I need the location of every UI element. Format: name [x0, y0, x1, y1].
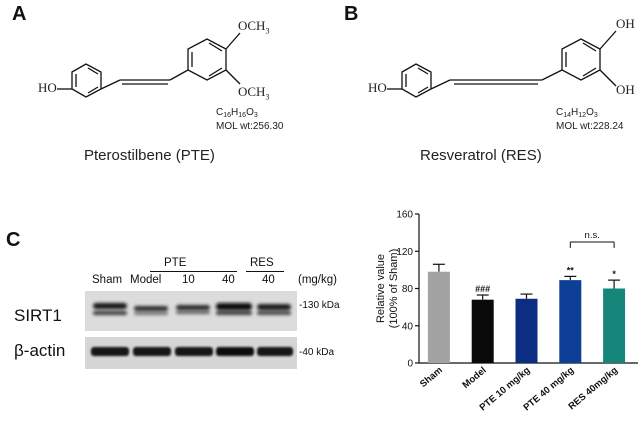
res-formula: C14H12O3: [556, 107, 598, 119]
panel-letter-c: C: [6, 229, 21, 251]
significance-label: ###: [475, 284, 490, 294]
western-blot-image: [85, 291, 297, 369]
group-line-pte: [150, 271, 237, 272]
res-hydroxyl-left-label: HO: [368, 80, 387, 95]
y-tick-label: 40: [402, 321, 414, 332]
lane-label-model: Model: [130, 274, 162, 286]
res-hydroxyl-bottom-label: OH: [616, 82, 635, 97]
blot-label-sirt1: SIRT1: [14, 306, 62, 325]
y-axis-title-line1: Relative value: [375, 254, 387, 323]
panel-letter-b: B: [344, 3, 359, 25]
marker-label-40-kda: -40 kDa: [299, 347, 335, 358]
panel-letter-a: A: [12, 3, 27, 25]
group-label-res: RES: [250, 257, 274, 269]
bar: [471, 299, 494, 363]
x-tick-label: Sham: [418, 365, 445, 390]
marker-label-130-kda: -130 kDa: [299, 300, 340, 311]
y-tick-label: 120: [396, 247, 413, 258]
pte-hydroxyl-label: HO: [38, 80, 57, 95]
blot-label-beta-actin: β-actin: [14, 341, 66, 360]
bar: [603, 288, 626, 363]
x-tick-label: Model: [461, 365, 489, 391]
dose-unit-label: (mg/kg): [298, 274, 337, 286]
y-tick-label: 80: [402, 284, 414, 295]
y-axis-title-line2: (100% of Sham): [388, 249, 400, 328]
group-line-res: [246, 271, 284, 272]
bar: [427, 271, 450, 363]
pte-mol-weight: MOL wt:256.30: [216, 121, 284, 132]
lane-label-sham: Sham: [92, 274, 123, 286]
group-label-pte: PTE: [164, 257, 187, 269]
lane-label-pte-40: 40: [222, 274, 235, 286]
pte-name: Pterostilbene (PTE): [84, 147, 215, 164]
pte-methoxy-top-label: OCH3: [238, 18, 270, 36]
lane-label-res-40: 40: [262, 274, 275, 286]
res-name: Resveratrol (RES): [420, 147, 542, 164]
bar: [559, 280, 582, 363]
comparison-label: n.s.: [585, 230, 600, 241]
pte-structure: [57, 32, 241, 98]
significance-label: *: [612, 269, 616, 279]
pte-formula: C16H16O3: [216, 107, 258, 119]
y-tick-label: 160: [396, 210, 413, 221]
bar: [515, 298, 538, 363]
res-structure: [387, 30, 617, 98]
res-mol-weight: MOL wt:228.24: [556, 121, 624, 132]
pte-methoxy-bottom-label: OCH3: [238, 84, 270, 102]
res-hydroxyl-top-label: OH: [616, 16, 635, 31]
lane-label-pte-10: 10: [182, 274, 195, 286]
significance-label: **: [567, 265, 575, 275]
y-tick-label: 0: [407, 359, 413, 370]
